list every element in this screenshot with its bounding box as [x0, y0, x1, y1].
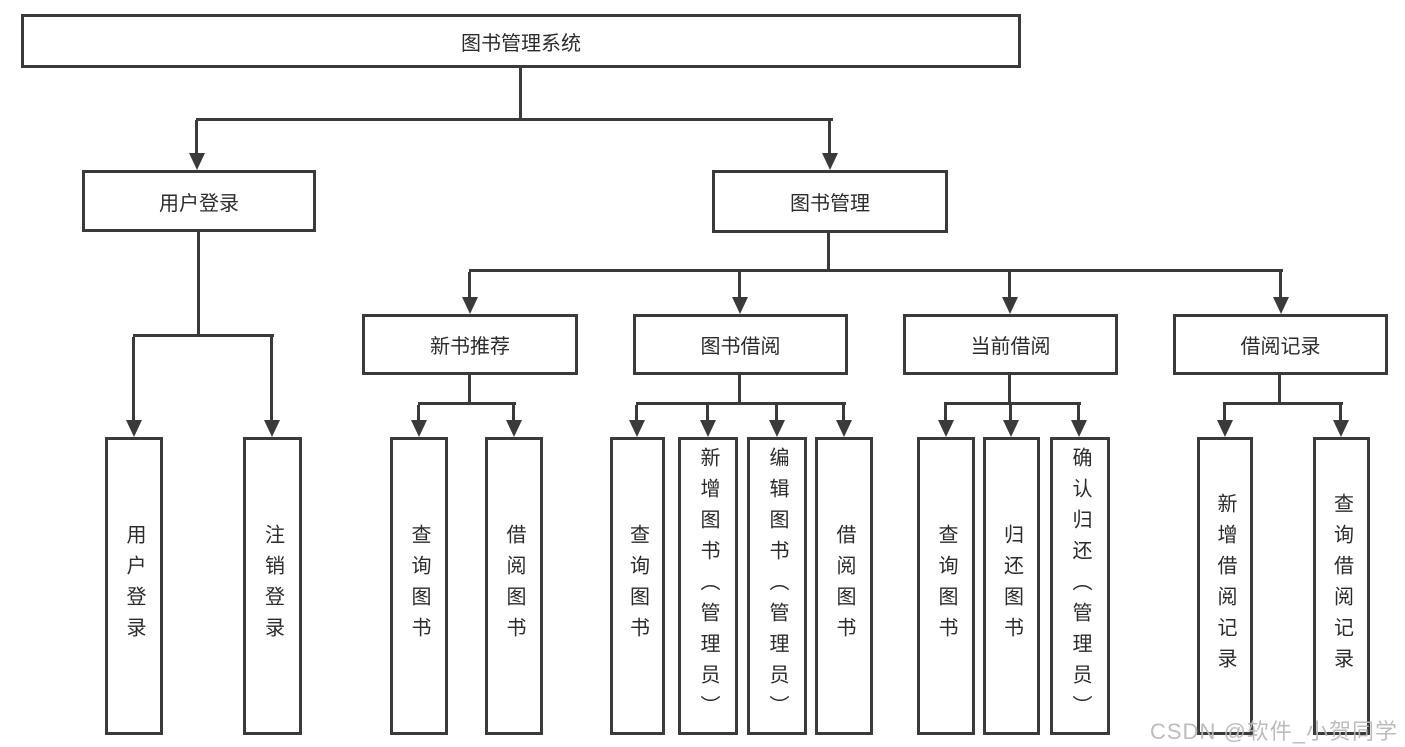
- arrow-down-icon: [264, 420, 280, 437]
- connector-segment: [512, 405, 515, 421]
- arrow-down-icon: [629, 420, 645, 437]
- arrow-down-icon: [822, 153, 838, 170]
- leaf-new-books-borrow-books: 借阅图书: [485, 437, 543, 735]
- connector-segment: [944, 405, 947, 421]
- arrow-down-icon: [462, 297, 478, 314]
- leaf-edit-book-admin: 编辑图书（管理员）: [747, 437, 807, 735]
- connector-segment: [775, 405, 778, 421]
- arrow-down-icon: [411, 420, 427, 437]
- leaf-label: 查询图书: [626, 524, 649, 648]
- node-current-borrow: 当前借阅: [903, 314, 1118, 375]
- connector-segment: [197, 232, 200, 336]
- connector-segment: [706, 405, 709, 421]
- arrow-down-icon: [189, 153, 205, 170]
- connector-segment: [738, 272, 741, 298]
- connector-segment: [1008, 375, 1011, 404]
- arrow-down-icon: [1333, 420, 1349, 437]
- node-label: 借阅记录: [1240, 336, 1321, 358]
- connector-segment: [1009, 405, 1012, 421]
- arrow-down-icon: [1003, 420, 1019, 437]
- leaf-label: 查询图书: [408, 524, 430, 648]
- leaf-query-borrow-record: 查询借阅记录: [1313, 437, 1370, 735]
- connector-segment: [196, 118, 833, 121]
- leaf-logout: 注销登录: [243, 437, 302, 735]
- leaf-label: 编辑图书（管理员）: [766, 446, 788, 726]
- connector-segment: [1339, 405, 1342, 421]
- node-label: 新书推荐: [430, 336, 510, 358]
- arrow-down-icon: [1217, 420, 1233, 437]
- leaf-label: 借阅图书: [833, 524, 855, 648]
- leaf-current-query-books: 查询图书: [917, 437, 975, 735]
- arrow-down-icon: [126, 420, 142, 437]
- node-book-management: 图书管理: [712, 170, 948, 233]
- node-label: 当前借阅: [970, 336, 1051, 358]
- leaf-label: 查询图书: [935, 524, 957, 648]
- connector-segment: [827, 233, 830, 271]
- leaf-user-login: 用户登录: [105, 437, 163, 735]
- arrow-down-icon: [769, 420, 785, 437]
- connector-segment: [469, 269, 1283, 272]
- leaf-label: 确认归还（管理员）: [1069, 446, 1091, 726]
- node-label: 用户登录: [159, 192, 239, 215]
- connector-segment: [842, 405, 845, 421]
- arrow-down-icon: [1273, 297, 1289, 314]
- leaf-borrow-borrow-books: 借阅图书: [815, 437, 873, 735]
- node-library-management-system: 图书管理系统: [21, 14, 1021, 68]
- node-new-book-recommend: 新书推荐: [362, 314, 578, 375]
- leaf-borrow-query-books: 查询图书: [610, 437, 665, 735]
- connector-segment: [468, 272, 471, 298]
- node-borrow-records: 借阅记录: [1173, 314, 1388, 375]
- connector-segment: [635, 405, 638, 421]
- leaf-label: 归还图书: [1000, 524, 1023, 648]
- arrow-down-icon: [836, 420, 852, 437]
- connector-segment: [738, 375, 741, 404]
- connector-segment: [519, 67, 522, 120]
- connector-segment: [1278, 375, 1281, 404]
- node-book-borrow: 图书借阅: [633, 314, 848, 375]
- leaf-label: 用户登录: [123, 524, 145, 648]
- arrow-down-icon: [700, 420, 716, 437]
- connector-segment: [1008, 272, 1011, 298]
- node-label: 图书管理: [790, 193, 870, 215]
- connector-segment: [1223, 402, 1343, 405]
- connector-segment: [133, 334, 274, 337]
- connector-segment: [1077, 405, 1080, 421]
- leaf-return-book: 归还图书: [983, 437, 1040, 735]
- arrow-down-icon: [506, 420, 522, 437]
- leaf-add-book-admin: 新增图书（管理员）: [678, 437, 738, 735]
- node-label: 图书借阅: [700, 336, 781, 358]
- connector-segment: [270, 337, 273, 421]
- leaf-label: 借阅图书: [503, 524, 525, 648]
- leaf-label: 注销登录: [261, 524, 284, 648]
- arrow-down-icon: [1002, 297, 1018, 314]
- connector-segment: [418, 402, 516, 405]
- csdn-watermark: CSDN @软件_小贺同学: [1150, 719, 1399, 744]
- connector-segment: [195, 120, 198, 154]
- arrow-down-icon: [938, 420, 954, 437]
- leaf-confirm-return-admin: 确认归还（管理员）: [1050, 437, 1110, 735]
- leaf-label: 新增借阅记录: [1214, 493, 1236, 679]
- arrow-down-icon: [732, 297, 748, 314]
- connector-segment: [944, 402, 1081, 405]
- connector-segment: [828, 120, 831, 154]
- connector-segment: [1223, 405, 1226, 421]
- connector-segment: [468, 375, 471, 404]
- connector-segment: [417, 405, 420, 421]
- node-user-login: 用户登录: [82, 170, 316, 232]
- leaf-label: 查询借阅记录: [1330, 493, 1353, 679]
- leaf-label: 新增图书（管理员）: [697, 446, 719, 726]
- arrow-down-icon: [1071, 420, 1087, 437]
- connector-segment: [1279, 272, 1282, 298]
- connector-segment: [636, 402, 846, 405]
- leaf-new-books-query-books: 查询图书: [390, 437, 448, 735]
- leaf-add-borrow-record: 新增借阅记录: [1197, 437, 1253, 735]
- connector-segment: [132, 337, 135, 421]
- node-label: 图书管理系统: [461, 32, 581, 55]
